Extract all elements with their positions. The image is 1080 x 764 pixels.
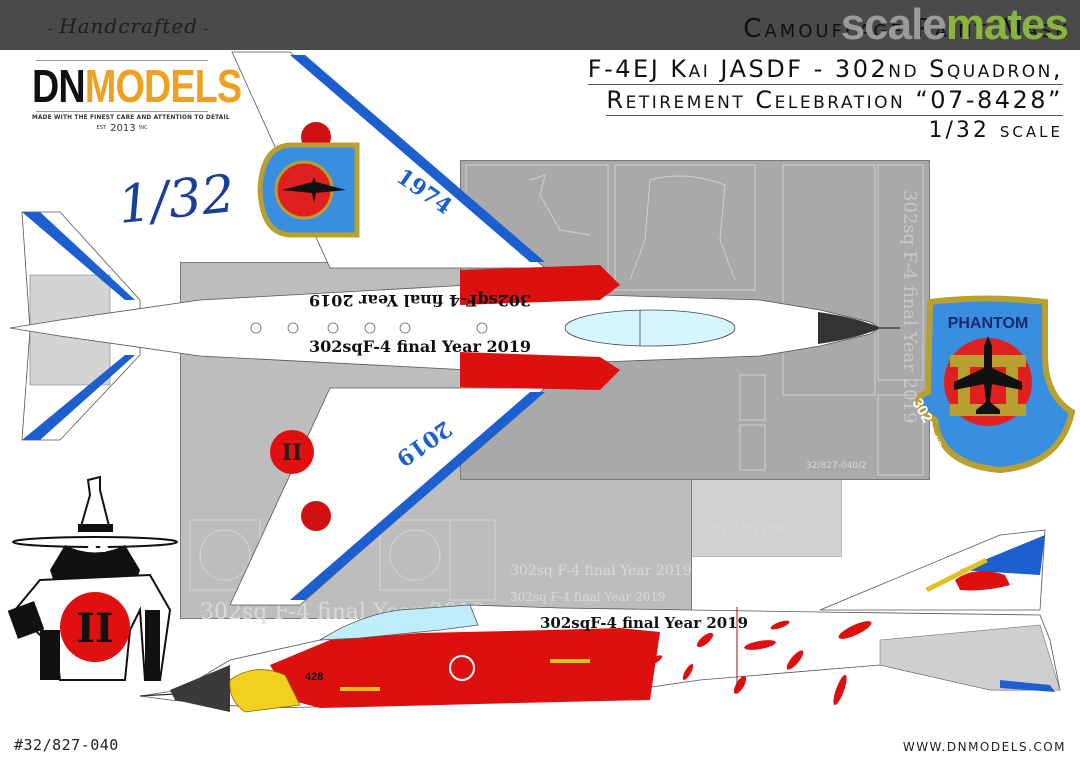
spook-mascot: II bbox=[7, 475, 178, 681]
logo-rule-bottom bbox=[36, 111, 208, 112]
svg-text:II: II bbox=[76, 605, 113, 652]
watermark: scalemates bbox=[840, 0, 1069, 49]
scale-label: 1/32 scale bbox=[928, 118, 1063, 143]
aircraft-side-view: 302sqF-4 final Year 2019 428 bbox=[139, 529, 1061, 713]
title-line-2: Retirement Celebration “07-8428” bbox=[606, 86, 1063, 116]
svg-text:PHANTOM: PHANTOM bbox=[948, 315, 1029, 332]
brand-tagline: MADE WITH THE FINEST CARE AND ATTENTION … bbox=[32, 115, 230, 121]
svg-text:302sqF-4 final Year 2019: 302sqF-4 final Year 2019 bbox=[540, 614, 748, 632]
svg-text:302sqF-4 final Year 2019: 302sqF-4 final Year 2019 bbox=[309, 337, 531, 356]
category-title: Camouflage Paint Mask bbox=[743, 14, 1070, 44]
brand-script: - Handcrafted - bbox=[48, 14, 210, 38]
logo-rule-top bbox=[36, 60, 208, 61]
sheet-code: 32/827-040/2 bbox=[806, 461, 867, 471]
squadron-insignia: PHANTOM 302 ND bbox=[909, 295, 1076, 474]
ghost-text: 302sq F-4 final Year 2019 bbox=[510, 563, 692, 579]
svg-text:II: II bbox=[282, 440, 303, 466]
brand-logo: DNMODELS MADE WITH THE FINEST CARE AND A… bbox=[32, 58, 242, 134]
svg-text:428: 428 bbox=[305, 671, 323, 683]
title-line-1: F-4EJ Kai JASDF - 302nd Squadron, bbox=[587, 55, 1063, 85]
ghost-text: 302sq F-4 final Year 2019 bbox=[510, 590, 666, 604]
website-link[interactable]: WWW.DNMODELS.COM bbox=[902, 740, 1066, 754]
title-block: F-4EJ Kai JASDF - 302nd Squadron, Retire… bbox=[587, 54, 1063, 143]
svg-text:302sqF-4 final Year 2019: 302sqF-4 final Year 2019 bbox=[309, 291, 531, 310]
brand-established: EST. 2013 INC bbox=[96, 123, 148, 134]
handwritten-scale: 1/32 bbox=[115, 164, 238, 236]
mask-outlines bbox=[465, 164, 924, 476]
product-code: #32/827-040 bbox=[14, 736, 119, 754]
logo-wordmark: DNMODELS bbox=[32, 60, 242, 112]
aircraft-top-view: II 302sqF-4 final Year 2019 302sqF-4 fin… bbox=[9, 51, 900, 606]
ghost-text: PHANTOM bbox=[712, 523, 786, 538]
header-bar bbox=[0, 0, 1080, 50]
